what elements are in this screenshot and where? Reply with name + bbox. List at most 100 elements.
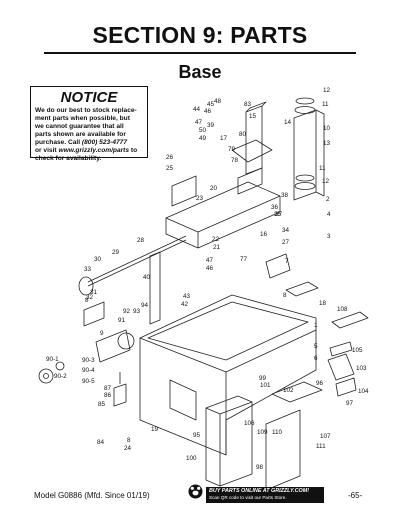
section-title: SECTION 9: PARTS (92, 22, 308, 48)
base-cabinet-door-opening (169, 379, 197, 421)
bear-logo-icon (188, 484, 203, 499)
part-callout-label: 48 (214, 98, 222, 105)
coolant-tank (293, 109, 317, 201)
part-callout-label: 9 (100, 330, 104, 337)
part-callout-label: 12 (322, 178, 330, 185)
part-callout-label: 42 (181, 301, 189, 308)
part-callout-label: 39 (207, 122, 215, 129)
notice-line-6: or visit (35, 147, 59, 154)
part-callout-label: 18 (319, 300, 327, 307)
part-callout-label: 102 (283, 387, 294, 394)
part-callout-label: 46 (206, 265, 214, 272)
part-callout-label: 44 (193, 106, 201, 113)
part-callout-label: 14 (284, 119, 292, 126)
part-callout-label: 26 (166, 154, 174, 161)
part-callout-label: 91 (118, 317, 126, 324)
parts-store-banner[interactable]: BUY PARTS ONLINE AT GRIZZLY.COM! Scan QR… (206, 487, 324, 503)
part-callout-label: 83 (244, 101, 252, 108)
panel-104 (335, 377, 357, 397)
part-callout-label: 43 (183, 293, 191, 300)
part-callout-label: 5 (314, 343, 318, 350)
support-arm (149, 251, 161, 325)
part-callout-label: 30 (94, 256, 102, 263)
part-callout-label: 2 (326, 196, 330, 203)
part-callout-label: 12 (323, 87, 331, 94)
part-callout-label: 50 (199, 127, 207, 134)
panel-103 (327, 353, 355, 381)
part-callout-label: 97 (346, 400, 354, 407)
panel-105 (329, 341, 353, 357)
part-callout-label: 90-5 (82, 378, 95, 385)
pulley-90-1 (55, 361, 65, 371)
part-callout-label: 22 (212, 236, 220, 243)
handwheel (78, 276, 94, 296)
part-callout-label: 38 (281, 192, 289, 199)
part-callout-label: 47 (206, 257, 214, 264)
banner-line-2: Scan QR code to visit our Parts Store. (209, 494, 287, 500)
part-callout-label: 92 (123, 308, 131, 315)
part-callout-label: 10 (323, 125, 331, 132)
part-callout-label: 3 (327, 233, 331, 240)
part-callout-label: 33 (84, 266, 92, 273)
part-callout-label: 1 (314, 322, 318, 329)
footer-model: Model G0886 (Mfd. Since 01/19) (34, 491, 150, 500)
electrical-box (205, 395, 253, 487)
motor-end (117, 332, 135, 350)
part-callout-label: 27 (282, 239, 290, 246)
part-callout-label: 107 (320, 433, 331, 440)
part-callout-label: 40 (143, 274, 151, 281)
base-cabinet-inner-rim (147, 301, 309, 361)
base-cabinet-top-edge (139, 329, 317, 373)
part-callout-label: 24 (124, 445, 132, 452)
part-callout-label: 104 (358, 388, 369, 395)
part-callout-label: 47 (195, 119, 203, 126)
part-callout-label: 15 (249, 113, 257, 120)
lead-screw (87, 235, 187, 283)
part-callout-label: 17 (220, 135, 228, 142)
notice-box: NOTICE We do our best to stock replace- … (30, 86, 148, 162)
tank-ring-top (295, 97, 315, 105)
part-callout-label: 103 (356, 365, 367, 372)
notice-url-link[interactable]: www.grizzly.com/parts (58, 147, 130, 154)
part-callout-label: 20 (210, 185, 218, 192)
part-callout-label: 109 (257, 429, 268, 436)
tank-ring-base (294, 182, 316, 190)
part-callout-label: 31 (90, 289, 98, 296)
part-callout-label: 8 (283, 292, 287, 299)
electrical-door (265, 409, 301, 491)
tray (331, 311, 369, 329)
part-callout-label: 93 (133, 308, 141, 315)
part-callout-label: 95 (193, 432, 201, 439)
part-callout-label: 90-4 (82, 367, 95, 374)
part-callout-label: 4 (327, 211, 331, 218)
part-callout-label: 77 (240, 256, 248, 263)
part-callout-label: 87 (104, 385, 112, 392)
part-callout-label: 8 (127, 437, 131, 444)
part-callout-label: 86 (104, 392, 112, 399)
part-callout-label: 84 (97, 439, 105, 446)
part-callout-label: 7 (285, 258, 289, 265)
notice-phone: (800) 523-4777 (81, 139, 128, 146)
part-callout-label: 90-3 (82, 357, 95, 364)
notice-line-2: ment parts when possible, but (35, 115, 130, 122)
part-callout-label: 34 (282, 227, 290, 234)
part-callout-label: 80 (239, 131, 247, 138)
notice-line-3: we cannot guarantee that all (35, 123, 124, 130)
lead-screw-lower (87, 239, 187, 287)
part-callout-label: 45 (207, 101, 215, 108)
part-callout-label: 35 (274, 211, 282, 218)
control-panel (271, 381, 323, 403)
part-callout-label: 110 (272, 429, 283, 436)
part-callout-label: 11 (322, 101, 329, 108)
vise-table (165, 181, 281, 233)
notice-line-6-suffix: to (129, 147, 138, 154)
part-callout-label: 78 (231, 157, 239, 164)
part-callout-label: 105 (352, 347, 363, 354)
pump-body (113, 383, 127, 407)
part-callout-label: 36 (271, 204, 279, 211)
part-callout-label: 46 (204, 108, 212, 115)
part-callout-label: 37 (275, 211, 283, 218)
part-callout-label: 108 (337, 306, 348, 313)
part-callout-label: 90-1 (46, 356, 59, 363)
